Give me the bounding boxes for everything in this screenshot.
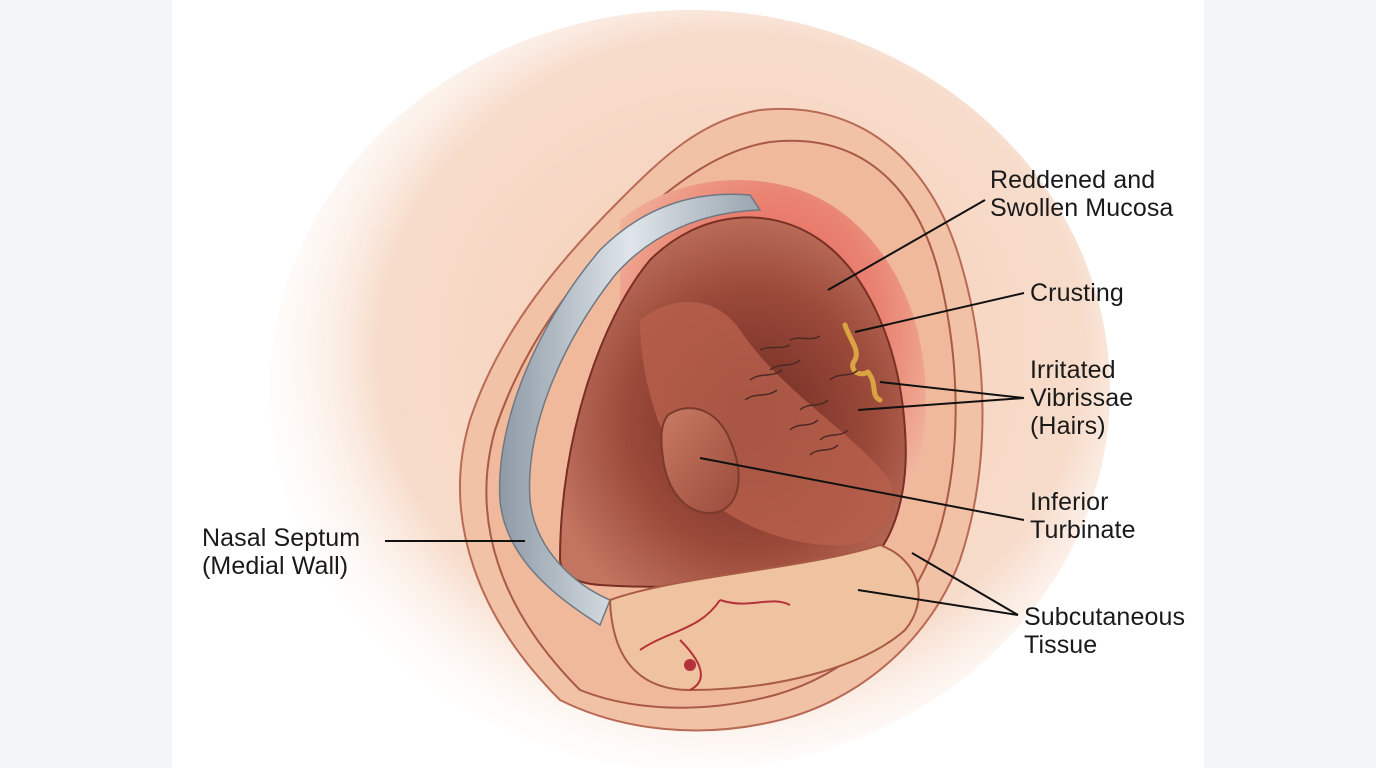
leader-vibrissae-2 [857, 397, 1025, 411]
leader-turbinate [699, 457, 1025, 521]
vessel [639, 599, 791, 691]
crusting [842, 322, 883, 403]
label-septum: Nasal Septum (Medial Wall) [202, 524, 361, 580]
label-vibrissae: Irritated Vibrissae (Hairs) [1030, 356, 1134, 440]
nasal-septum [498, 193, 762, 627]
leader-subcutaneous-1 [911, 552, 1019, 616]
label-turbinate: Inferior Turbinate [1030, 488, 1136, 544]
leader-crusting [854, 292, 1025, 333]
inferior-turbinate [660, 407, 740, 514]
label-mucosa: Reddened and Swollen Mucosa [990, 166, 1174, 222]
leader-subcutaneous-2 [857, 589, 1019, 616]
vessel-node [684, 659, 696, 671]
leader-vibrissae-1 [879, 381, 1025, 399]
label-crusting: Crusting [1030, 279, 1124, 307]
subcutaneous-floor [608, 543, 920, 692]
vibrissae [744, 335, 859, 456]
label-subcutaneous: Subcutaneous Tissue [1024, 603, 1186, 659]
leader-mucosa [827, 199, 986, 291]
